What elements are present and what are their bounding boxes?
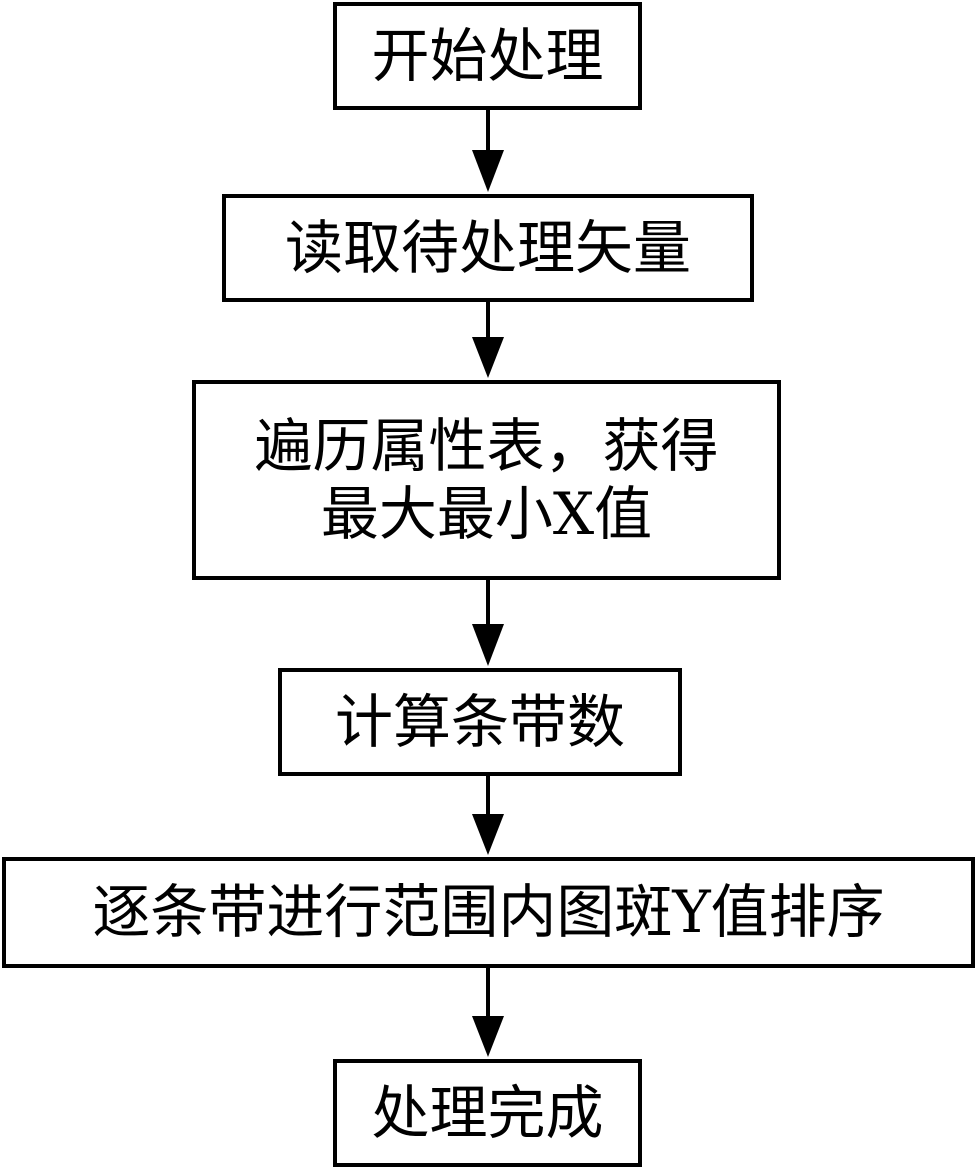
arrow-1-to-2	[472, 110, 504, 192]
arrow-4-to-5	[472, 776, 504, 855]
step-compute-band-count-label: 计算条带数	[334, 687, 625, 756]
step-traverse-attribute-table: 遍历属性表，获得 最大最小X值	[192, 380, 781, 580]
step-traverse-attribute-table-text: 遍历属性表，获得 最大最小X值	[254, 412, 718, 549]
step-compute-band-count: 计算条带数	[278, 668, 682, 776]
arrow-5-to-6	[472, 968, 504, 1057]
step-start-processing-label: 开始处理	[371, 21, 604, 90]
arrow-2-to-3	[472, 302, 504, 378]
step-processing-complete-label: 处理完成	[371, 1078, 604, 1147]
step-read-vector-label: 读取待处理矢量	[284, 213, 691, 282]
arrow-3-to-4	[472, 580, 504, 666]
step-traverse-attribute-table-line1: 遍历属性表，获得	[254, 411, 719, 480]
step-sort-patches-by-band-label: 逐条带进行范围内图斑Y值排序	[92, 878, 885, 947]
step-sort-patches-by-band: 逐条带进行范围内图斑Y值排序	[2, 857, 975, 968]
step-read-vector: 读取待处理矢量	[222, 194, 754, 302]
step-start-processing: 开始处理	[333, 2, 642, 110]
step-processing-complete: 处理完成	[333, 1059, 642, 1167]
step-traverse-attribute-table-line2: 最大最小X值	[320, 480, 653, 548]
